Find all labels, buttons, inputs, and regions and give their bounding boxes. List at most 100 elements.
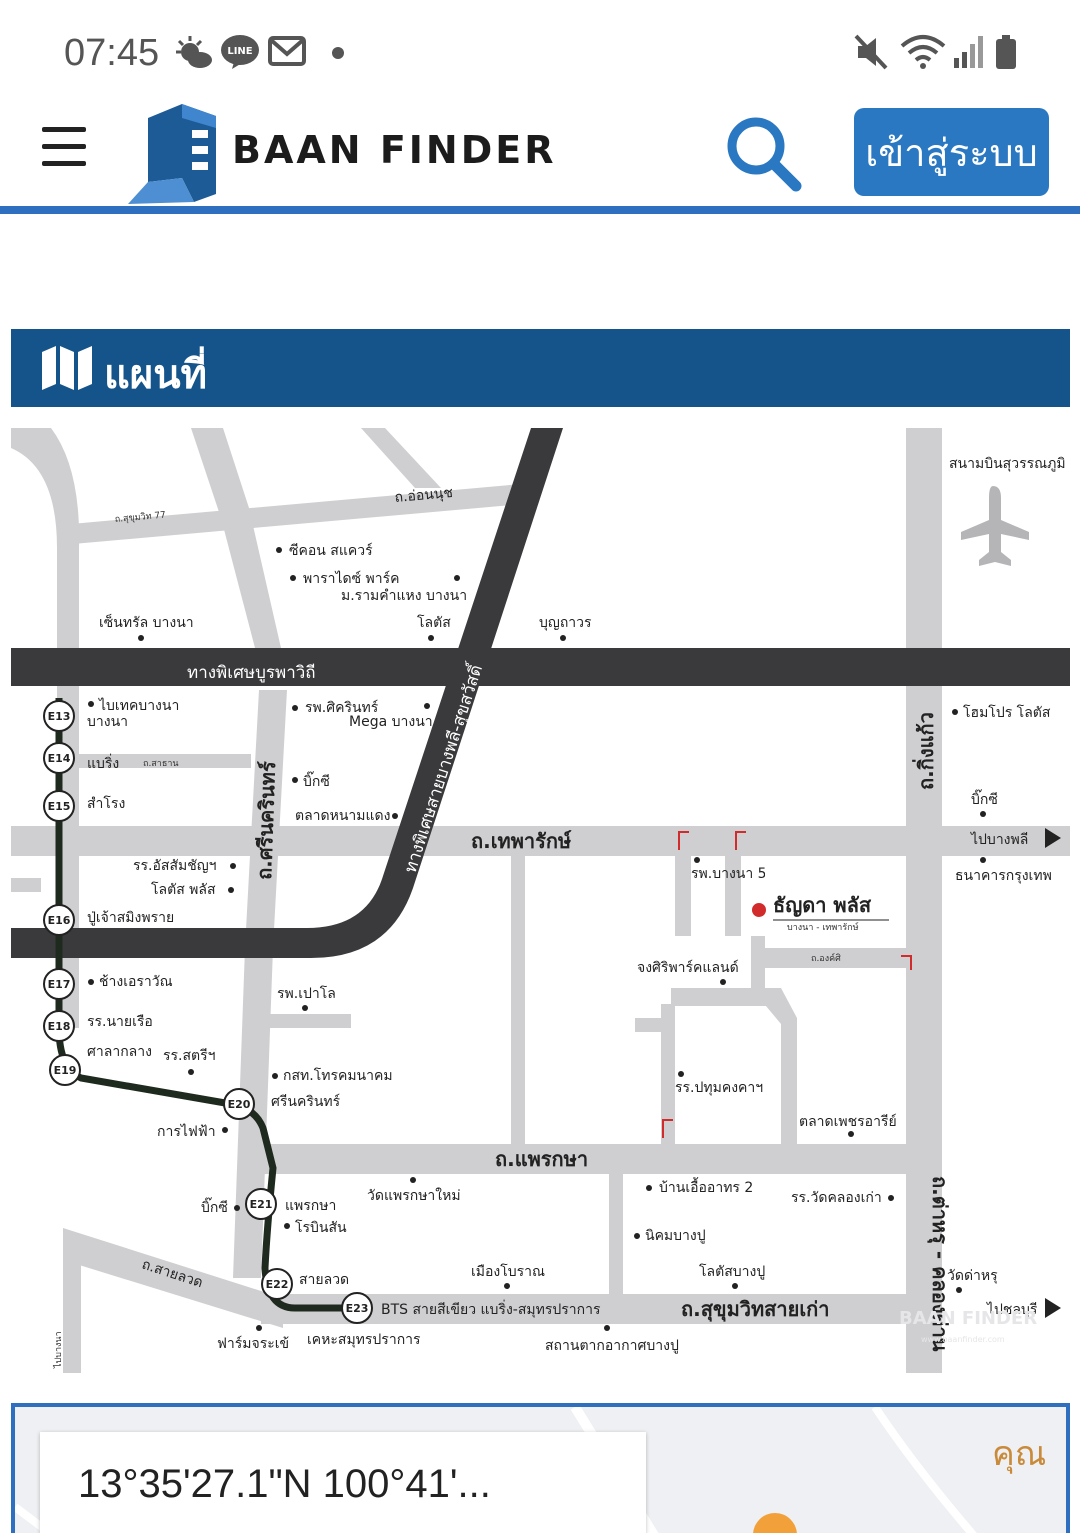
map-icon	[42, 346, 92, 390]
place-label: ไบเทคบางนา	[98, 697, 179, 714]
place-label: ฟาร์มจระเข้	[217, 1335, 289, 1352]
road-label-damru-klongdan: ถ.ต่าหรุ - คลองด่าน	[927, 1176, 952, 1352]
road-label-burapha-vithi: ทางพิเศษบูรพาวิถี	[187, 663, 316, 683]
place-label: บิ๊กซี	[971, 789, 998, 808]
login-button[interactable]: เข้าสู่ระบบ	[854, 108, 1049, 196]
bts-station-marker	[49, 1054, 81, 1086]
bts-station-label: E23	[346, 1302, 369, 1315]
place-label: ตลาดเพชรอารีย์	[799, 1113, 897, 1130]
bts-station-marker	[43, 742, 75, 774]
bts-station-label: E21	[250, 1198, 273, 1211]
bts-line-label: BTS สายสีเขียว แบริ่ง-สมุทรปราการ	[381, 1300, 601, 1318]
section-title-bar	[11, 329, 1070, 407]
place-label: รร.อัสสัมชัญฯ	[133, 858, 217, 874]
place-label: สนามบินสุวรรณภูมิ	[949, 456, 1066, 472]
search-icon[interactable]	[724, 114, 804, 194]
mail-icon	[268, 36, 306, 66]
bts-station-label: E15	[48, 800, 71, 813]
place-label: Mega บางนา	[349, 714, 433, 730]
bts-station-label: E20	[228, 1098, 251, 1111]
place-label: การไฟฟ้า	[157, 1123, 216, 1140]
direction-to-bangna: ไปบางนา	[53, 1331, 64, 1369]
map-watermark-url: www.baanfinder.com	[921, 1335, 1005, 1344]
location-map: ทางพิเศษบูรพาวิถี ทางพิเศษสายบางพลี-สุขส…	[11, 428, 1070, 1373]
place-label: ซีคอน สแควร์	[289, 542, 373, 559]
road-label-ongkrit: ถ.องค์ศิ	[811, 952, 841, 964]
road-label-sukhumvit-old: ถ.สุขุมวิทสายเก่า	[681, 1297, 830, 1322]
place-label: วัดด่าหรุ	[947, 1268, 998, 1284]
place-label: โรบินสัน	[295, 1219, 347, 1236]
place-label: รร.ปทุมคงคาฯ	[675, 1080, 763, 1096]
place-label: วัดแพรกษาใหม่	[367, 1187, 461, 1204]
place-label: ศรีนครินทร์	[271, 1093, 341, 1110]
bts-station-marker	[43, 904, 75, 936]
place-label: เมืองโบราณ	[471, 1263, 545, 1280]
bts-station-label: E18	[48, 1020, 71, 1033]
place-label: รร.วัดคลองเก่า	[791, 1190, 882, 1206]
bts-station-label: E22	[266, 1278, 289, 1291]
place-label: ปู่เจ้าสมิงพราย	[87, 910, 174, 926]
place-label: สถานตากอากาศบางปู	[545, 1338, 679, 1354]
place-label: ช้างเอราวัณ	[99, 974, 173, 990]
bts-station-marker	[43, 968, 75, 1000]
place-label: โลตัส	[417, 614, 451, 631]
place-label: แบริ่ง	[87, 754, 119, 772]
direction-to-chonburi: ไปชลบุรี	[986, 1301, 1038, 1318]
bts-station-label: E13	[48, 710, 71, 723]
place-label: บิ๊กซี	[303, 771, 330, 790]
road-label-onnut: ถ.อ่อนนุช	[394, 485, 454, 506]
place-label: รพ.ศิครินทร์	[305, 699, 379, 716]
mute-icon	[854, 34, 888, 70]
svg-text:LINE: LINE	[227, 46, 252, 57]
bts-station-marker	[43, 700, 75, 732]
place-label: ธนาคารกรุงเทพ	[955, 868, 1052, 884]
place-label: บ้านเอื้ออาทร 2	[659, 1177, 753, 1196]
road-label-thepharak: ถ.เทพารักษ์	[471, 829, 572, 853]
hamburger-menu-icon[interactable]	[42, 127, 86, 167]
logo-text[interactable]: BAAN FINDER	[232, 128, 557, 172]
place-label: โลตัส พลัส	[151, 881, 216, 898]
bts-station-marker	[341, 1292, 373, 1324]
road-label-sukhumvit77: ถ.สุขุมวิท 77	[114, 510, 166, 525]
project-name: ธัญดา พลัส	[773, 893, 872, 917]
map-watermark: BAAN FINDER	[899, 1308, 1037, 1329]
place-label: พาราไดซ์ พาร์ค	[303, 570, 400, 587]
status-bar: 07:45 LINE	[0, 0, 1080, 100]
project-subtitle: บางนา - เทพารักษ์	[787, 921, 859, 933]
bts-station-label: E14	[48, 752, 71, 765]
place-label: โฮมโปร โลตัส	[963, 704, 1051, 721]
place-label: บางนา	[87, 714, 128, 730]
bts-station-label: E16	[48, 914, 71, 927]
place-label: ตลาดหนามแดง	[295, 808, 390, 824]
line-app-icon: LINE	[221, 35, 259, 69]
place-label: แพรกษา	[285, 1198, 336, 1214]
place-label: สายลวด	[299, 1272, 349, 1288]
place-label: เซ็นทรัล บางนา	[99, 613, 194, 631]
place-label: กสท.โทรคมนาคม	[283, 1067, 393, 1084]
bts-station-marker	[43, 790, 75, 822]
place-label: รพ.บางนา 5	[691, 866, 767, 882]
road-label-sathan: ถ.สาธาน	[143, 759, 179, 769]
place-label: จงศิริพาร์คแลนด์	[637, 959, 739, 976]
bts-station-marker	[223, 1088, 255, 1120]
weather-icon	[176, 36, 212, 68]
place-label: เคหะสมุทรปราการ	[307, 1332, 421, 1348]
road-label-phraeksa: ถ.แพรกษา	[495, 1147, 588, 1171]
signal-icon	[954, 36, 983, 68]
bts-station-marker	[245, 1188, 277, 1220]
map-place-label-partial: คุณ	[992, 1434, 1047, 1474]
baan-finder-logo-icon[interactable]	[126, 104, 220, 208]
place-label: บิ๊กซี	[201, 1197, 228, 1216]
coordinates-text: 13°35'27.1"N 100°41'...	[78, 1462, 491, 1506]
place-label: รร.สตรีฯ	[163, 1048, 216, 1064]
coordinates-card[interactable]	[40, 1432, 646, 1533]
bts-station-label: E17	[48, 978, 71, 991]
place-label: โลตัสบางปู	[699, 1263, 765, 1280]
bts-station-marker	[261, 1268, 293, 1300]
section-title: แผนที่	[104, 352, 207, 398]
map-pin-icon[interactable]	[753, 1513, 797, 1533]
road-label-srinakarin: ถ.ศรีนครินทร์	[252, 761, 280, 881]
place-label: สำโรง	[87, 795, 125, 812]
place-label: รพ.เปาโล	[277, 985, 336, 1002]
